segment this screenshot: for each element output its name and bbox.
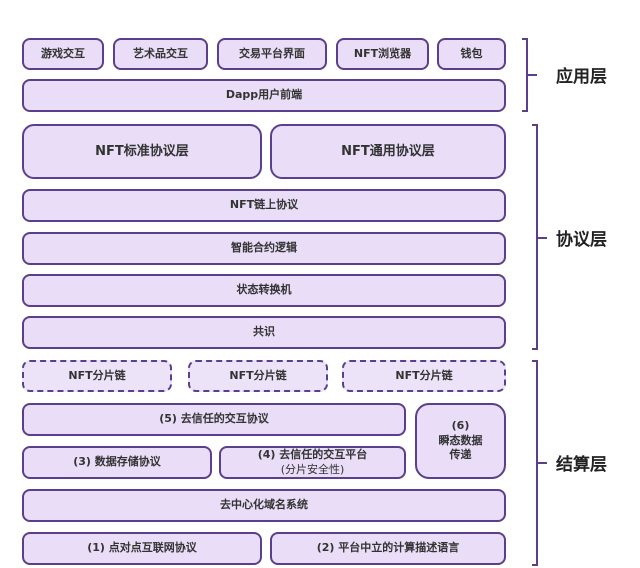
data-storage-protocol-box: (3) 数据存储协议 (22, 446, 212, 479)
app-box-wallet: 钱包 (437, 38, 506, 70)
nft-general-protocol-box: NFT通用协议层 (270, 124, 506, 179)
nft-shard-chain-box: NFT分片链 (188, 360, 328, 392)
ephemeral-line2: 传递 (449, 448, 472, 462)
application-layer-bracket (522, 38, 528, 112)
nft-onchain-protocol-box: NFT链上协议 (22, 189, 506, 222)
protocol-layer-label: 协议层 (556, 230, 607, 250)
app-box-trading: 交易平台界面 (217, 38, 327, 70)
ephemeral-number: (6) (451, 418, 470, 432)
nft-shard-chain-box: NFT分片链 (22, 360, 172, 392)
settlement-layer-bracket (532, 360, 538, 566)
ephemeral-data-transfer-box: (6) 瞬态数据 传递 (415, 403, 506, 479)
decentralized-dns-box: 去中心化域名系统 (22, 489, 506, 522)
protocol-layer-bracket-tick (538, 237, 547, 239)
nft-shard-chain-box: NFT分片链 (342, 360, 506, 392)
application-layer-label: 应用层 (556, 67, 607, 87)
application-layer-bracket-tick (528, 74, 537, 76)
consensus-box: 共识 (22, 316, 506, 349)
trustless-platform-subtitle: (分片安全性) (280, 462, 345, 476)
smart-contract-logic-box: 智能合约逻辑 (22, 232, 506, 265)
app-box-nft-browser: NFT浏览器 (336, 38, 429, 70)
app-box-art: 艺术品交互 (113, 38, 208, 70)
neutral-computation-language-box: (2) 平台中立的计算描述语言 (270, 532, 506, 565)
settlement-layer-label: 结算层 (556, 455, 607, 475)
ephemeral-line1: 瞬态数据 (438, 433, 483, 447)
dapp-frontend-box: Dapp用户前端 (22, 79, 506, 112)
settlement-layer-bracket-tick (538, 462, 547, 464)
trustless-interaction-platform-box: (4) 去信任的交互平台 (分片安全性) (219, 446, 406, 479)
nft-standard-protocol-box: NFT标准协议层 (22, 124, 262, 179)
trustless-platform-title: (4) 去信任的交互平台 (257, 447, 368, 461)
protocol-layer-bracket (532, 124, 538, 350)
app-box-game: 游戏交互 (22, 38, 104, 70)
trustless-interaction-protocol-box: (5) 去信任的交互协议 (22, 403, 406, 436)
p2p-protocol-box: (1) 点对点互联网协议 (22, 532, 262, 565)
state-transition-machine-box: 状态转换机 (22, 274, 506, 307)
